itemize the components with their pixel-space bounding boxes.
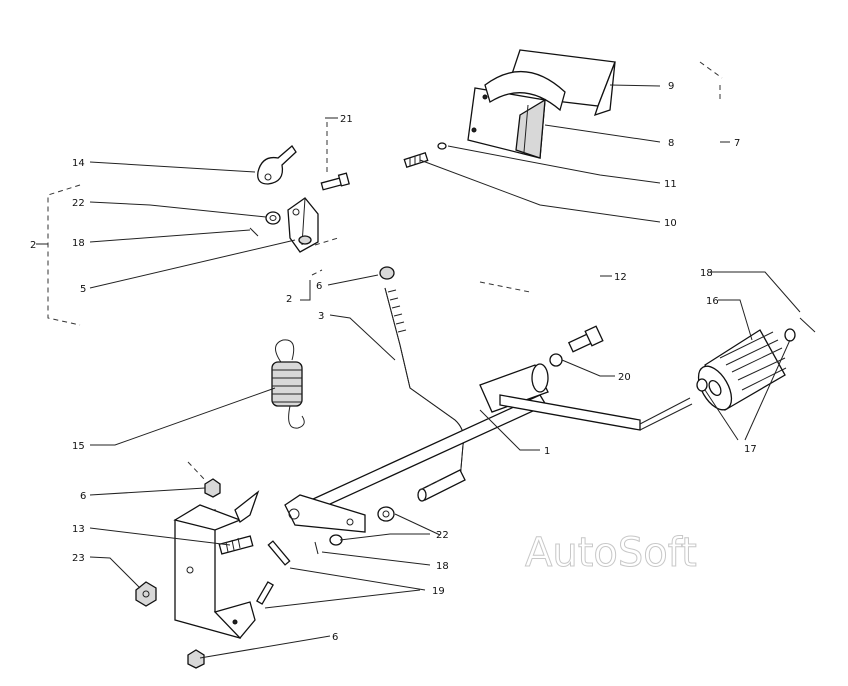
pin-part <box>403 151 429 169</box>
callout-6-bottom: 6 <box>332 632 338 643</box>
callout-1: 1 <box>544 446 550 457</box>
fork-lever-part <box>257 145 297 185</box>
nut-part-22-lower <box>377 506 395 522</box>
washer-part-17-right <box>784 328 796 342</box>
callout-13: 13 <box>72 524 85 535</box>
nut-part-6-bottom <box>187 649 205 669</box>
clamp-bracket-part <box>467 49 616 159</box>
bolt-part-21 <box>320 172 350 191</box>
callout-9: 9 <box>668 81 674 92</box>
callout-3: 3 <box>318 311 324 322</box>
callout-11: 11 <box>664 179 677 190</box>
callout-22-top: 22 <box>72 198 85 209</box>
callout-6-mid: 6 <box>316 281 322 292</box>
watermark: AutoSoft <box>525 530 697 576</box>
callout-5: 5 <box>80 284 86 295</box>
callout-15: 15 <box>72 441 85 452</box>
callout-18-lower: 18 <box>436 561 449 572</box>
callout-20: 20 <box>618 372 631 383</box>
callout-23: 23 <box>72 553 85 564</box>
callout-2-left: 2 <box>30 240 36 251</box>
mounting-bracket-part <box>173 490 260 639</box>
callout-18-right: 18 <box>700 268 713 279</box>
callout-22-lower: 22 <box>436 530 449 541</box>
bolt-part-19-lower <box>256 581 274 605</box>
callout-8: 8 <box>668 138 674 149</box>
nut-part-6-upper <box>204 478 221 498</box>
spring-part <box>271 339 305 429</box>
callout-12: 12 <box>614 272 627 283</box>
callout-19: 19 <box>432 586 445 597</box>
lever-arm-part <box>284 494 366 533</box>
callout-10: 10 <box>664 218 677 229</box>
callout-18-top: 18 <box>72 238 85 249</box>
callout-7: 7 <box>734 138 740 149</box>
handle-grip-part <box>696 328 796 411</box>
bolt-part-20 <box>549 325 604 367</box>
main-shaft-part <box>299 363 693 516</box>
leader-lines <box>36 84 801 659</box>
cotter-pin-left <box>249 227 259 237</box>
bolt-part-19-upper <box>267 540 291 566</box>
callout-labels: 9 8 7 11 10 21 14 22 18 2 5 6 2 3 12 18 … <box>30 81 757 643</box>
nut-part-23 <box>135 581 157 607</box>
nut-part-6-mid <box>379 266 395 280</box>
callout-21: 21 <box>340 114 353 125</box>
callout-16: 16 <box>706 296 719 307</box>
cotter-pin-middle <box>314 541 319 555</box>
stud-part-13 <box>218 535 254 555</box>
cotter-pin-right <box>799 317 816 333</box>
nut-part-22-top <box>265 211 281 225</box>
clevis-yoke-part <box>287 197 319 253</box>
callout-17: 17 <box>744 444 757 455</box>
washer-part-17-left <box>696 378 708 392</box>
callout-6-lower: 6 <box>80 491 86 502</box>
bent-rod-part <box>384 287 465 481</box>
callout-14: 14 <box>72 158 85 169</box>
callout-2-mid: 2 <box>286 294 292 305</box>
washer-part-11 <box>437 142 447 150</box>
